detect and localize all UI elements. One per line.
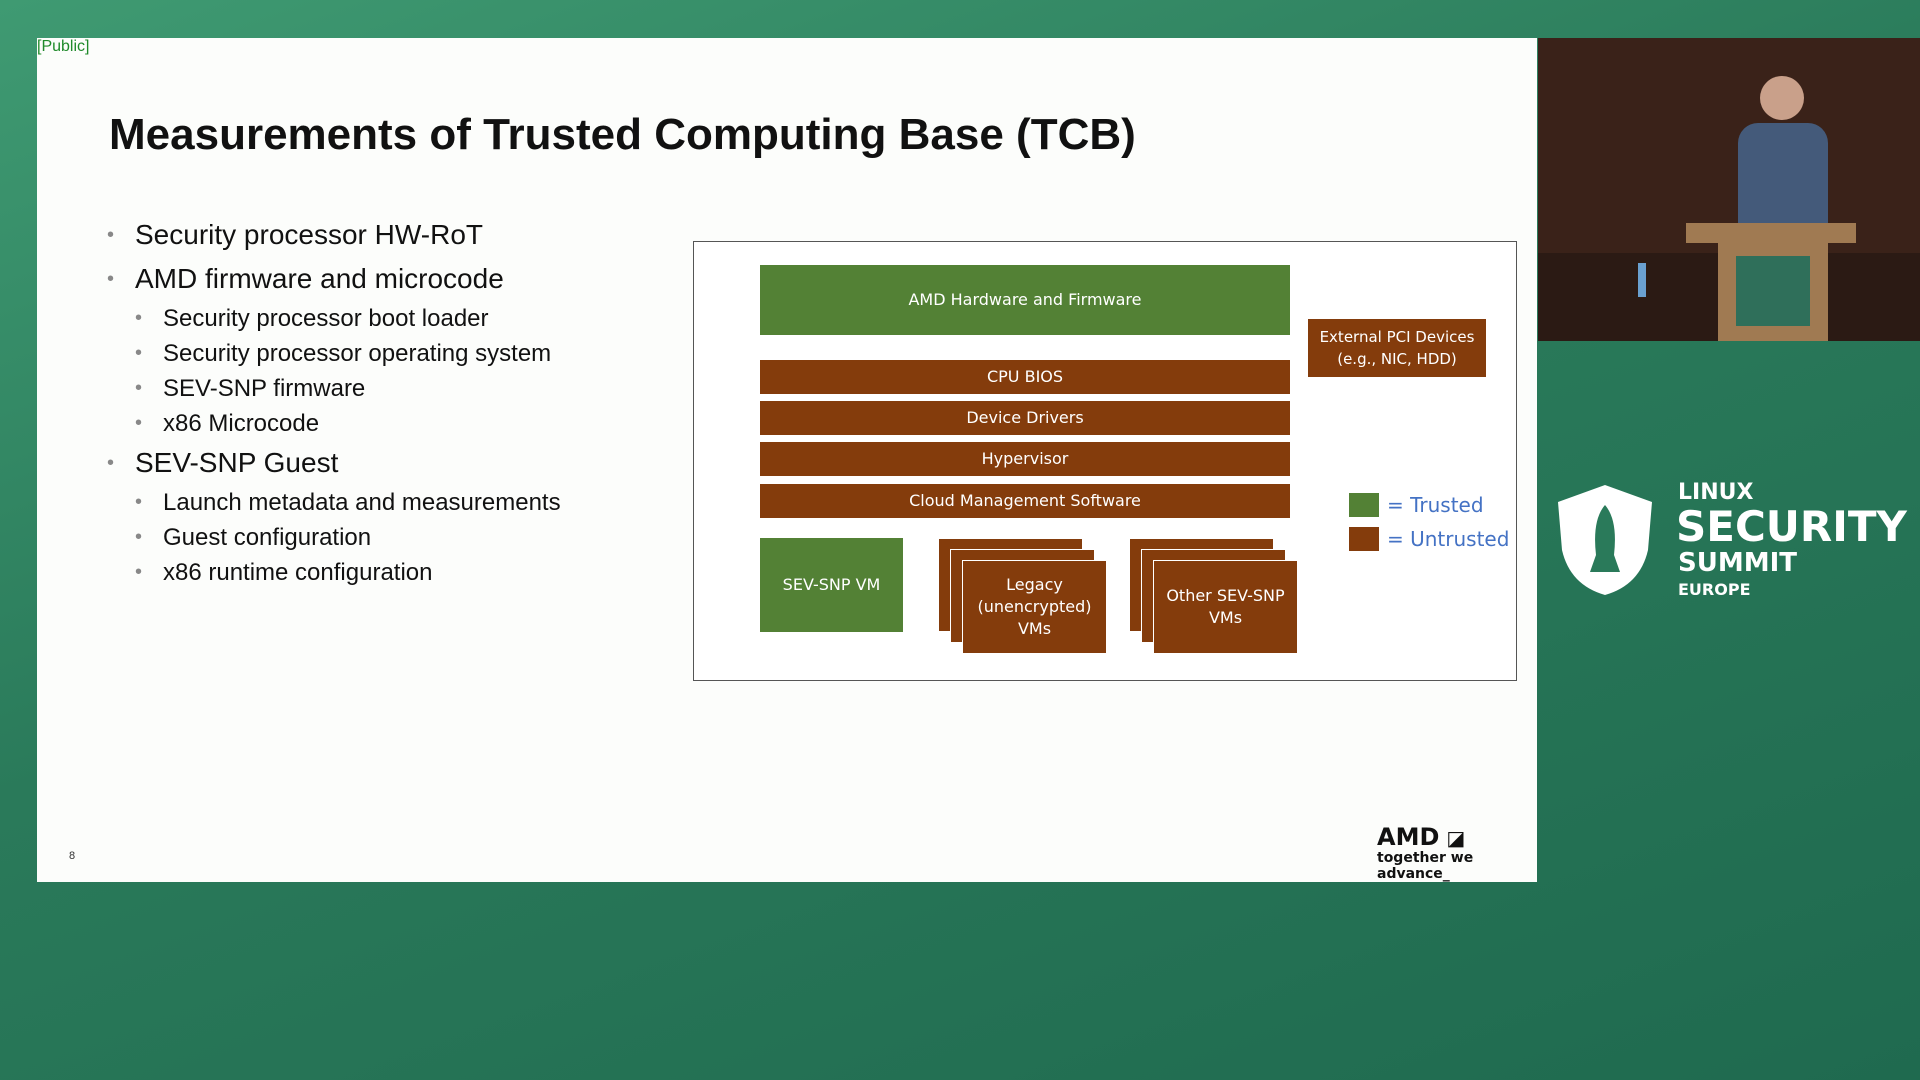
bullet-list: •Security processor HW-RoT •AMD firmware… [107,213,561,590]
legacy-vms-box: Legacy (unencrypted) VMs [962,560,1107,654]
event-line-linux: LINUX [1678,480,1754,505]
legend-untrusted-label: = Untrusted [1387,527,1510,551]
speaker-video-icon [1538,38,1920,341]
sub-bullet-item: •Security processor operating system [135,340,552,367]
slide-page-number: 8 [69,850,76,862]
sub-bullet-item: •x86 Microcode [135,410,320,437]
device-drivers-box: Device Drivers [760,401,1290,435]
cloud-management-box: Cloud Management Software [760,484,1290,518]
speaker-camera-feed [1538,38,1920,341]
event-branding: LINUX SECURITY SUMMIT EUROPE [1550,480,1910,600]
external-pci-devices-box: External PCI Devices (e.g., NIC, HDD) [1308,319,1486,377]
sub-bullet-item: •Security processor boot loader [135,305,489,332]
event-line-security: SECURITY [1676,502,1907,551]
bullet-item: •SEV-SNP Guest [107,447,339,478]
amd-hardware-firmware-box: AMD Hardware and Firmware [760,265,1290,335]
other-sev-snp-vms-box: Other SEV-SNP VMs [1153,560,1298,654]
sub-bullet-item: •x86 runtime configuration [135,559,433,586]
cpu-bios-box: CPU BIOS [760,360,1290,394]
sev-snp-vm-box: SEV-SNP VM [760,538,903,632]
amd-tagline: together we advance_ [1377,850,1474,882]
shield-icon [1558,485,1652,595]
bullet-item: •AMD firmware and microcode [107,263,504,294]
event-line-summit: SUMMIT [1678,548,1797,578]
tcb-diagram: AMD Hardware and Firmware External PCI D… [693,241,1517,681]
presentation-slide: [Public] Measurements of Trusted Computi… [37,38,1537,882]
legend-trusted-swatch [1349,493,1379,517]
legend-untrusted-swatch [1349,527,1379,551]
amd-logo: AMD ◪ [1377,823,1466,851]
legend-trusted-label: = Trusted [1387,493,1484,517]
bullet-item: •Security processor HW-RoT [107,219,484,250]
sub-bullet-item: •Launch metadata and measurements [135,489,561,516]
slide-title: Measurements of Trusted Computing Base (… [109,110,1136,159]
classification-label: [Public] [37,38,90,55]
sub-bullet-item: •SEV-SNP firmware [135,375,366,402]
event-line-europe: EUROPE [1678,580,1751,599]
hypervisor-box: Hypervisor [760,442,1290,476]
sub-bullet-item: •Guest configuration [135,524,372,551]
